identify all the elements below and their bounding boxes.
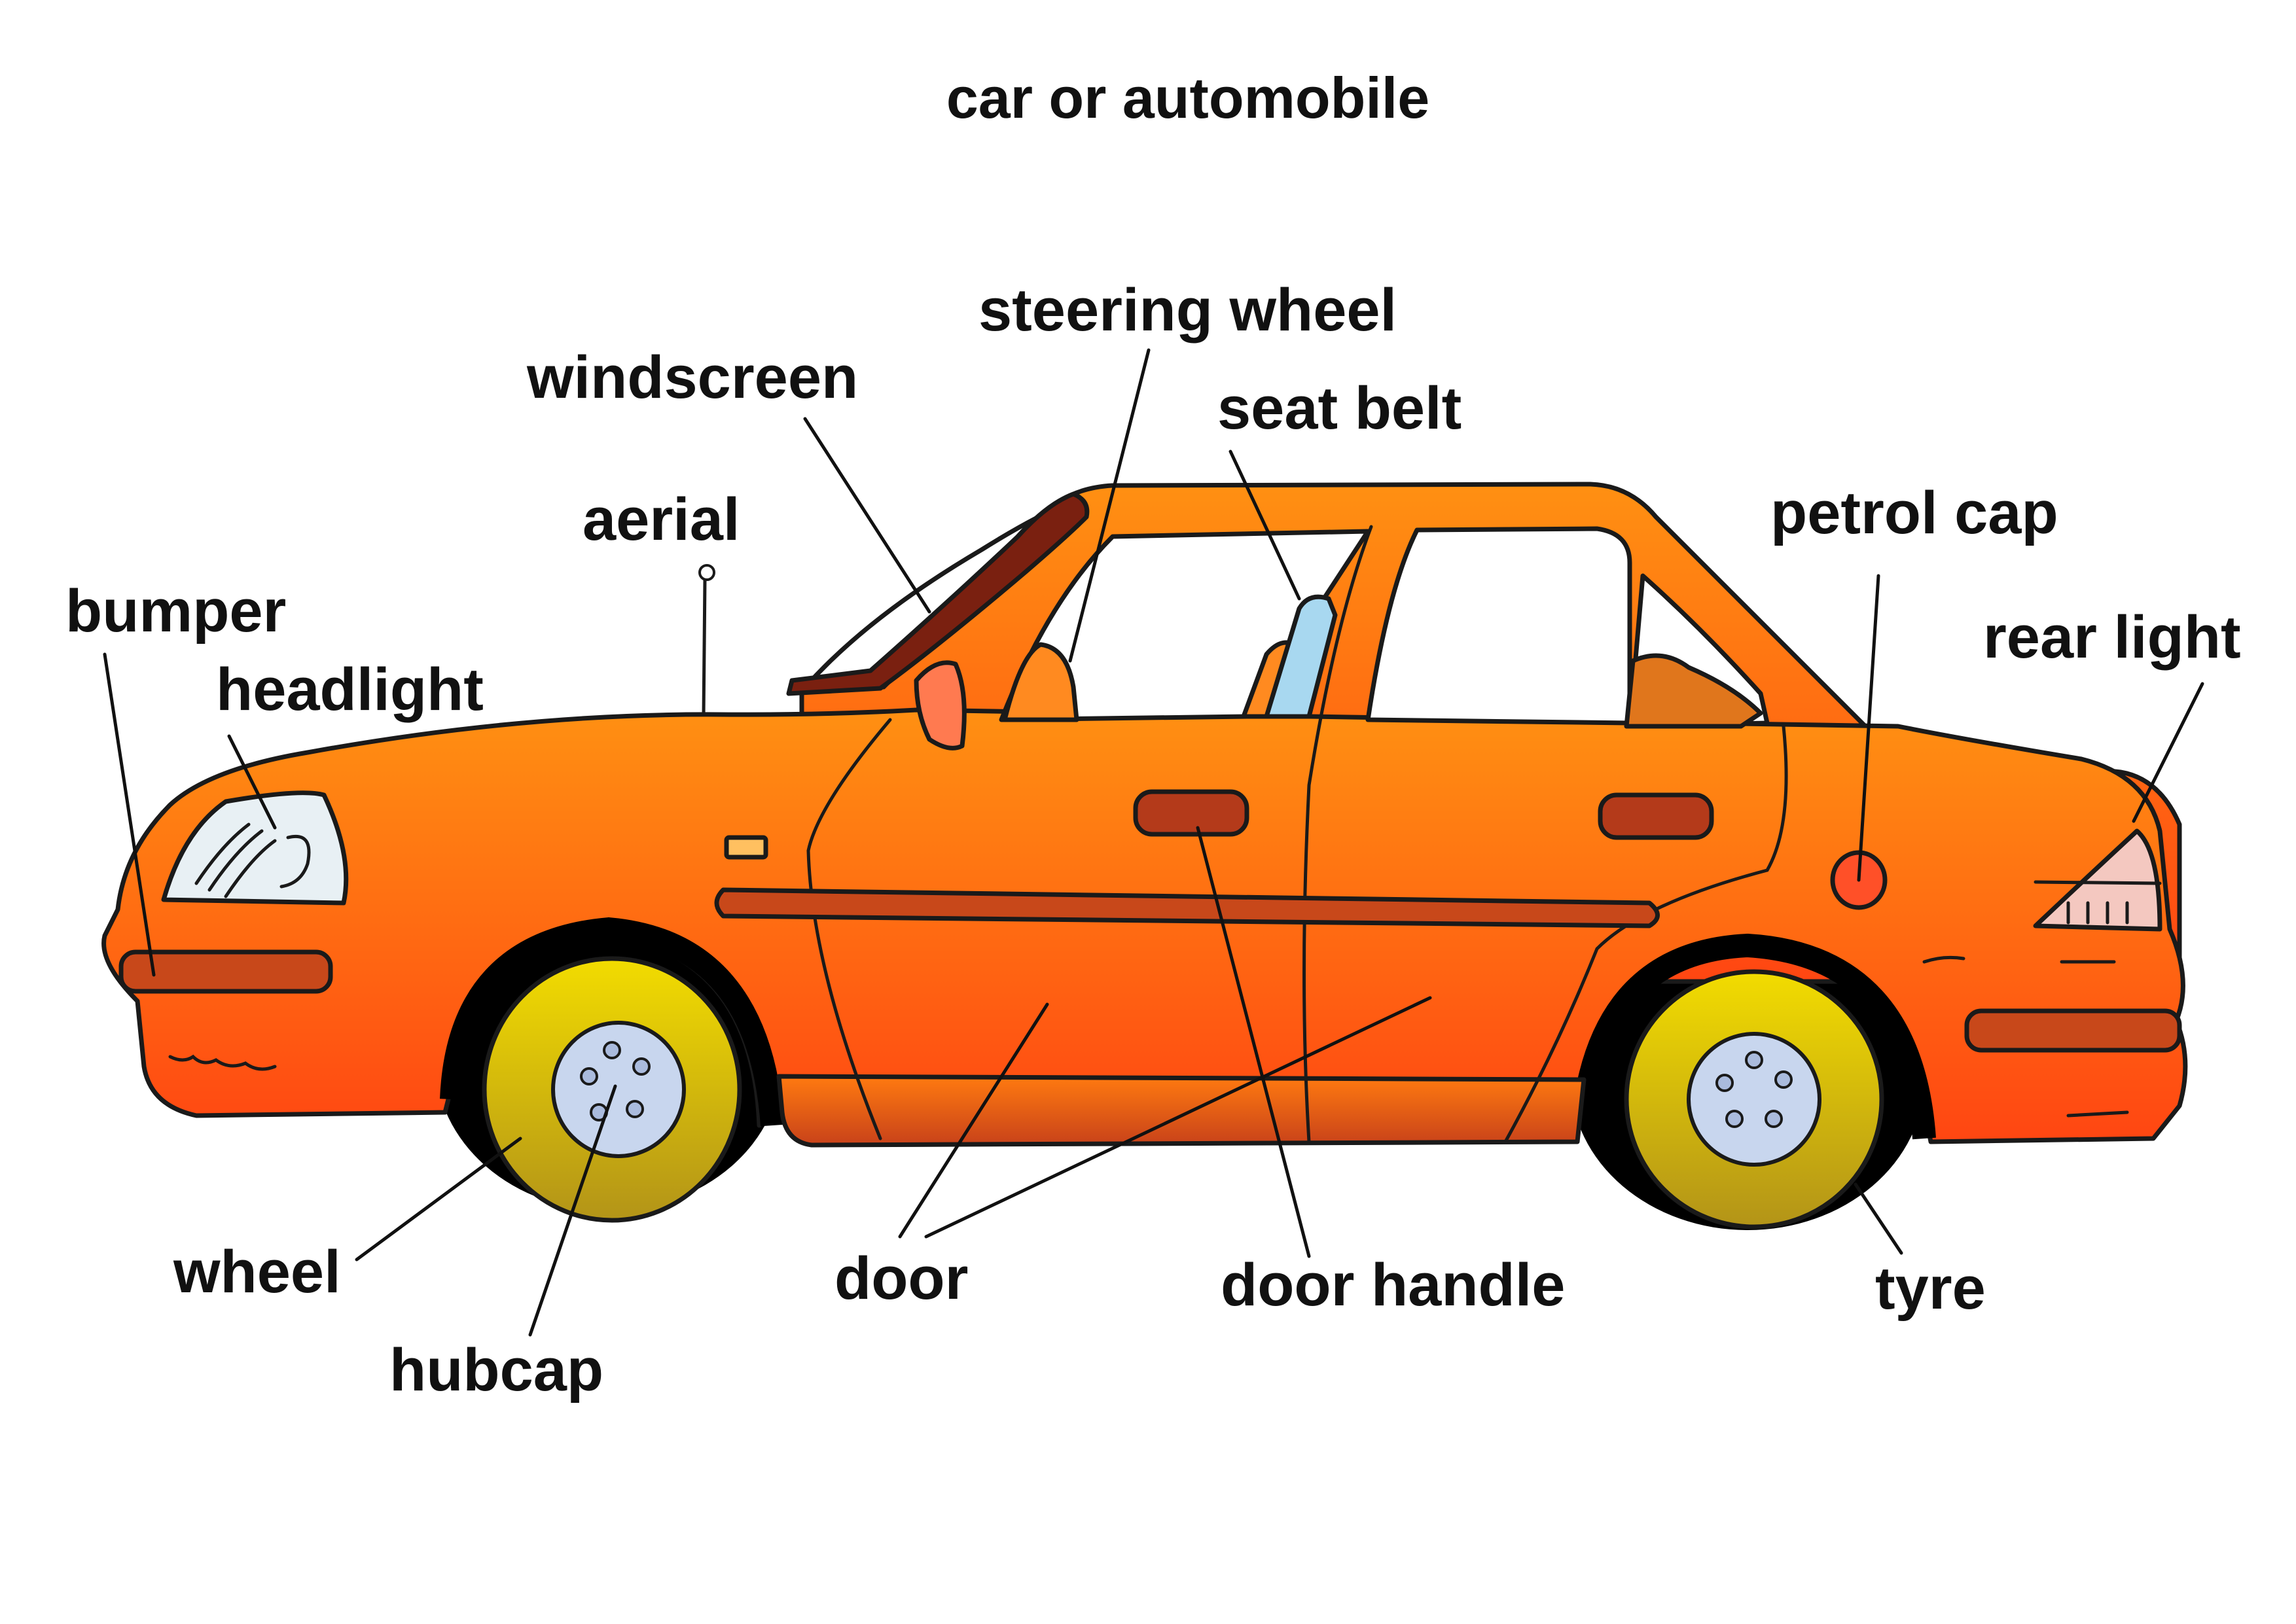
label-headlight: headlight <box>216 656 484 723</box>
leader-windscreen <box>803 417 931 614</box>
front-bumper-strip <box>118 949 333 994</box>
label-windscreen: windscreen <box>526 344 858 411</box>
rear-wheel-arch <box>1572 933 1936 1140</box>
side-indicator <box>724 835 768 860</box>
leader-steering-wheel <box>1068 348 1151 663</box>
label-rear-light: rear light <box>1983 604 2241 671</box>
b-pillar <box>1302 525 1373 1144</box>
body-sketch-marks <box>168 955 2129 1118</box>
rear-window <box>1365 526 1632 726</box>
rocker-sill <box>776 1074 1587 1148</box>
rear-hubcap <box>1687 1032 1821 1167</box>
front-door-handle <box>1133 789 1249 837</box>
leader-hubcap <box>528 1084 617 1337</box>
leader-wheel <box>355 1137 522 1262</box>
rear-hubcap-bolts <box>1715 1051 1793 1128</box>
rear-light-ribs <box>2034 880 2162 925</box>
front-wheel <box>482 956 742 1223</box>
headlight-glare <box>194 822 311 898</box>
label-bumper: bumper <box>65 578 286 644</box>
label-petrol-cap: petrol cap <box>1770 480 2058 546</box>
side-trim <box>714 887 1660 928</box>
rear-bumper-strip <box>1964 1008 2182 1053</box>
steering-wheel-shape <box>1002 642 1079 722</box>
seat-belt-strap <box>1264 594 1338 719</box>
label-steering-wheel: steering wheel <box>978 277 1397 344</box>
front-door-seam <box>806 718 892 1140</box>
leader-rear-light <box>2132 682 2204 823</box>
a-pillar <box>786 491 1090 696</box>
label-door-handle: door handle <box>1221 1252 1565 1318</box>
leader-door-handle <box>1196 826 1311 1258</box>
leader-headlight <box>227 734 277 830</box>
leader-tyre <box>1854 1182 1903 1255</box>
leader-door-2 <box>924 996 1432 1239</box>
label-wheel: wheel <box>173 1239 341 1305</box>
front-wheel-arch <box>440 917 784 1127</box>
car-body <box>101 482 2188 1148</box>
aerial-tip <box>698 564 715 581</box>
front-hubcap <box>551 1021 686 1158</box>
rear-seat <box>1624 653 1763 729</box>
label-aerial: aerial <box>583 486 740 553</box>
leader-bumper <box>103 652 156 977</box>
label-tyre: tyre <box>1875 1255 1986 1322</box>
aerial-shape <box>702 578 707 717</box>
leader-seat-belt <box>1229 450 1301 601</box>
rear-door-handle <box>1598 792 1714 840</box>
diagram-title: car or automobile <box>946 65 1429 130</box>
part-labels: steering wheel windscreen seat belt aeri… <box>65 277 2241 1403</box>
label-seat-belt: seat belt <box>1217 375 1462 442</box>
side-mirror <box>914 660 967 750</box>
front-hubcap-bolts <box>580 1041 651 1121</box>
label-hubcap: hubcap <box>389 1337 603 1403</box>
label-door: door <box>834 1245 968 1312</box>
rear-wheel <box>1624 969 1884 1229</box>
leader-door-1 <box>898 1002 1049 1239</box>
leader-petrol-cap <box>1857 574 1880 882</box>
leader-lines <box>103 348 2204 1337</box>
